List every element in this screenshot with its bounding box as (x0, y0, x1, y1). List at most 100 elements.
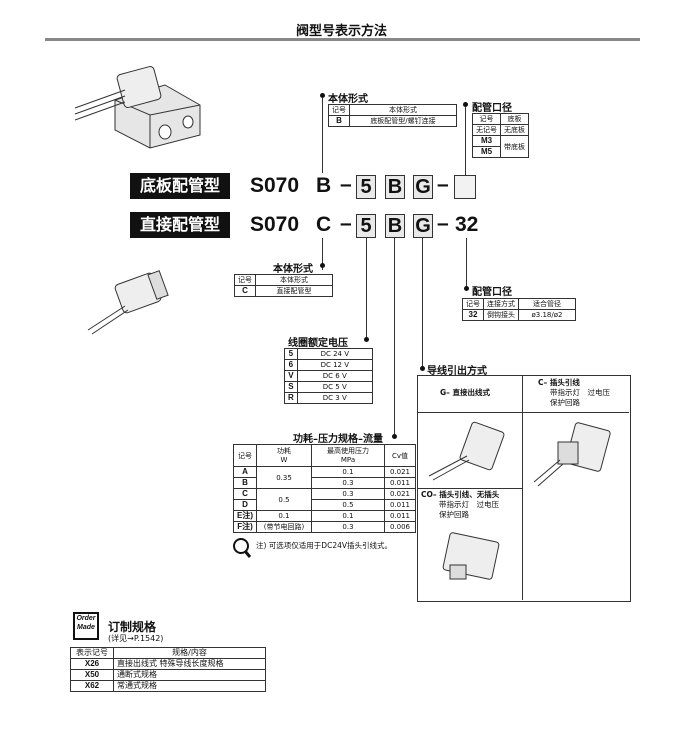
col-header: 本体形式 (349, 104, 457, 116)
magnifier-icon (233, 538, 252, 558)
connector-valve-image (533, 422, 611, 487)
cell: 直接配管型 (255, 285, 333, 297)
cell: 带底板 (500, 135, 529, 158)
voltage-code-box: 5 (356, 175, 376, 199)
row-label-direct-piping: 直接配管型 (130, 212, 231, 238)
voltage-code-box: 5 (356, 214, 376, 238)
cell: B (328, 115, 350, 127)
cell: X26 (70, 658, 114, 670)
panel-divider (417, 488, 523, 489)
cell: X62 (70, 680, 114, 692)
dash: – (340, 173, 352, 196)
col-header: 本体形式 (255, 274, 333, 286)
model-code: S070 (250, 174, 300, 197)
cell: 无记号 (472, 124, 501, 136)
leader-line (466, 238, 467, 288)
col-header: 记号 (234, 274, 256, 286)
col-header: 记号 (462, 298, 484, 310)
leader-dot (320, 263, 325, 268)
wire-code-box: G (413, 175, 433, 199)
cell: M3 (472, 135, 501, 147)
cell: 0.011 (384, 510, 416, 522)
cell: 通断式规格 (113, 669, 266, 681)
leader-dot (364, 337, 369, 342)
cell: 倒钩接头 (483, 309, 519, 321)
wire-code-box: G (413, 214, 433, 238)
cell: M5 (472, 146, 501, 158)
cell: C (233, 488, 257, 500)
cell: S (284, 381, 298, 393)
cell: DC 6 V (296, 370, 373, 382)
dash: – (437, 173, 449, 196)
cell: 底板配管型/螺钉连接 (349, 115, 457, 127)
port-code-box (454, 175, 476, 199)
model-code: S070 (250, 213, 300, 236)
title-divider (45, 38, 640, 41)
order-subref: (详见→P.1542) (108, 634, 164, 643)
body-code: B (316, 174, 332, 197)
power-note: 注) 可选项仅适用于DC24V插头引线式。 (256, 541, 392, 550)
cell: 0.1 (311, 466, 385, 478)
cell: 32 (462, 309, 484, 321)
wire-g-label: G– 直接出线式 (440, 388, 491, 397)
col-header: 功耗 W (256, 444, 312, 467)
cell: 0.011 (384, 477, 416, 489)
wire-c-line: 带指示灯 过电压 (550, 388, 610, 397)
leader-dot (463, 102, 468, 107)
cell: 0.021 (384, 488, 416, 500)
col-header: 连接方式 (483, 298, 519, 310)
cell: F注) (233, 521, 257, 533)
cell: 0.006 (384, 521, 416, 533)
leader-line (322, 98, 323, 173)
cell: R (284, 392, 298, 404)
wire-heading: 导线引出方式 (427, 366, 487, 377)
leader-line (322, 238, 323, 270)
cell: 常通式规格 (113, 680, 266, 692)
col-header: 最高使用压力 MPa (311, 444, 385, 467)
cell: X50 (70, 669, 114, 681)
cell: 0.35 (256, 466, 312, 489)
cell: 直接出线式 特殊导线长度规格 (113, 658, 266, 670)
col-header: 表示记号 (70, 647, 114, 659)
wire-co-line: 带指示灯 过电压 (439, 500, 499, 509)
dash: – (340, 212, 352, 235)
cell: A (233, 466, 257, 478)
cell: 0.1 (256, 510, 312, 522)
cell: 0.5 (256, 488, 312, 511)
leader-dot (420, 366, 425, 371)
port-heading: 配管口径 (472, 287, 512, 298)
cell: E注) (233, 510, 257, 522)
cell: (带节电回路) (256, 521, 312, 533)
cell: B (233, 477, 257, 489)
wire-co-line: 保护回路 (439, 510, 469, 519)
cell: C (234, 285, 256, 297)
connector-no-plug-valve-image (442, 532, 500, 580)
cell: 5 (284, 348, 298, 360)
power-heading: 功耗–压力规格–流量 (293, 434, 383, 445)
body-type-heading: 本体形式 (273, 264, 313, 275)
cell: V (284, 370, 298, 382)
power-code-box: B (385, 214, 405, 238)
leader-line (394, 238, 395, 438)
leader-line (366, 238, 367, 340)
col-header: 记号 (233, 444, 257, 467)
page-title: 阀型号表示方法 (295, 24, 387, 39)
cell: 0.5 (311, 499, 385, 511)
leader-dot (320, 93, 325, 98)
wire-co-line: CO– 插头引线、无插头 (421, 490, 500, 499)
leader-dot (392, 434, 397, 439)
body-type-heading: 本体形式 (328, 94, 368, 105)
col-header: 适合管径 (518, 298, 576, 310)
col-header: 记号 (472, 113, 501, 125)
cell: 0.3 (311, 521, 385, 533)
cell: 0.011 (384, 499, 416, 511)
panel-divider (522, 375, 523, 600)
wire-c-line: 保护回路 (550, 398, 580, 407)
panel-divider (417, 412, 629, 413)
cell: 0.3 (311, 488, 385, 500)
leader-line (422, 238, 423, 368)
wire-c-label: C– 插头引线 带指示灯 过电压 保护回路 (538, 378, 610, 408)
grommet-valve-image (428, 421, 505, 481)
